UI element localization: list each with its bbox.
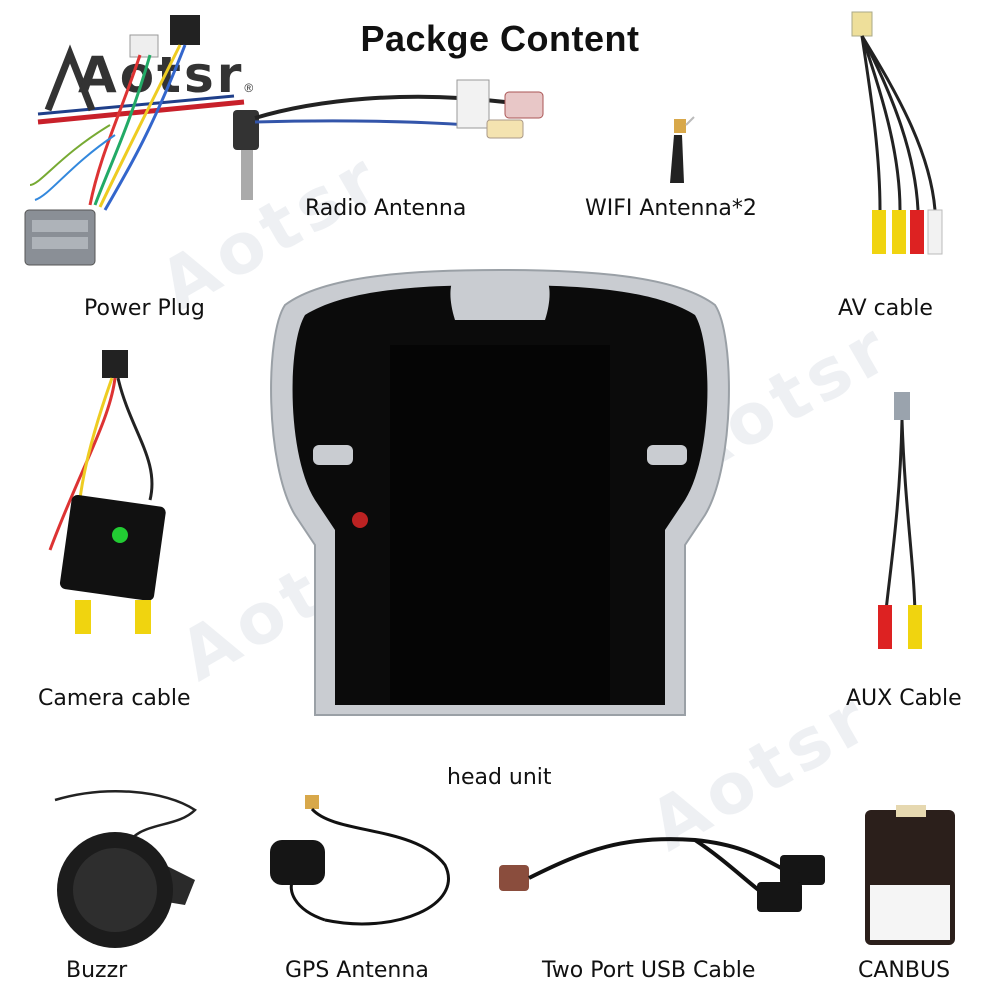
radio-antenna-icon bbox=[233, 79, 544, 200]
head-unit-label: head unit bbox=[447, 765, 552, 790]
buzzr-label: Buzzr bbox=[66, 958, 128, 983]
gps-antenna-icon bbox=[270, 795, 450, 926]
gps-antenna-label: GPS Antenna bbox=[285, 958, 429, 983]
usb-cable-label: Two Port USB Cable bbox=[542, 958, 756, 983]
av-cable-label: AV cable bbox=[838, 296, 933, 321]
usb-cable-icon bbox=[499, 837, 825, 912]
brand-logo: Aotsr® bbox=[34, 44, 254, 125]
power-plug-label: Power Plug bbox=[84, 296, 205, 321]
page-title: Packge Content bbox=[360, 18, 640, 59]
logo-registered: ® bbox=[244, 81, 254, 95]
logo-swoosh-icon bbox=[37, 44, 245, 125]
power-plug-icon bbox=[24, 15, 200, 266]
aux-cable-label: AUX Cable bbox=[846, 686, 962, 711]
buzzer-icon bbox=[54, 790, 197, 948]
radio-antenna-label: Radio Antenna bbox=[305, 196, 467, 221]
wifi-antenna-icon bbox=[670, 116, 695, 183]
canbus-label: CANBUS bbox=[858, 958, 951, 983]
wifi-antenna-label: WIFI Antenna*2 bbox=[585, 196, 757, 221]
head-unit-icon bbox=[270, 268, 730, 716]
canbus-icon bbox=[865, 805, 955, 945]
logo-text: Aotsr bbox=[78, 46, 245, 104]
aux-cable-icon bbox=[878, 392, 922, 649]
av-cable-icon bbox=[851, 11, 943, 255]
camera-cable-label: Camera cable bbox=[38, 686, 191, 711]
camera-cable-icon bbox=[48, 350, 166, 634]
